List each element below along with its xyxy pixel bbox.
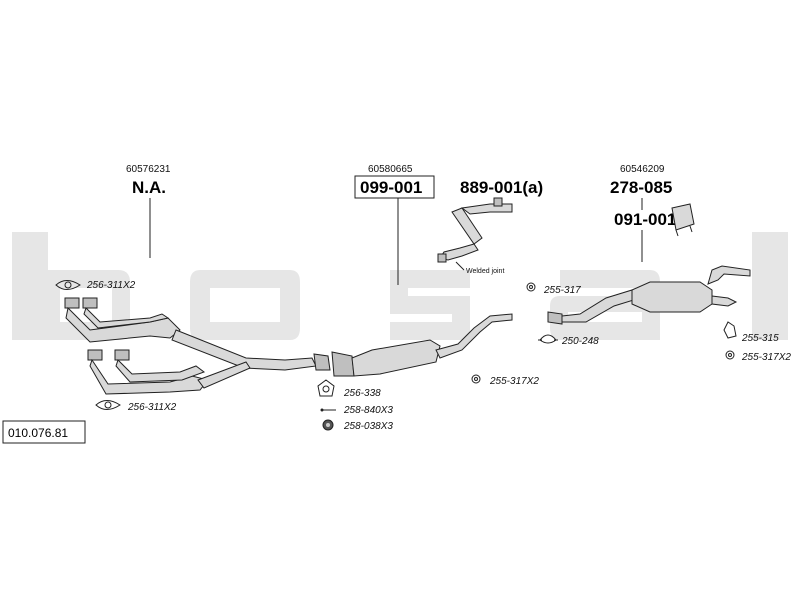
ref-258-840X3: 258-840X3 bbox=[343, 405, 393, 416]
hanger-icon bbox=[526, 282, 536, 292]
rear-part-number: 278-085 bbox=[610, 178, 672, 197]
ref-256-311X2-bottom: 256-311X2 bbox=[127, 402, 177, 413]
clamp-icon bbox=[538, 334, 558, 344]
pipe-group: 889-001(a) Welded joint bbox=[437, 178, 543, 275]
rear-oem-number: 60546209 bbox=[620, 164, 665, 175]
bolt-icon bbox=[320, 408, 336, 412]
ref-250-248: 250-248 bbox=[561, 336, 599, 347]
diagram-code-box: 010.076.81 bbox=[2, 420, 86, 444]
hanger-icon bbox=[471, 374, 481, 384]
rear-silencer-assembly bbox=[547, 265, 751, 325]
ref-255-317X2-middle: 255-317X2 bbox=[489, 376, 539, 387]
ref-256-311X2-top: 256-311X2 bbox=[86, 280, 136, 291]
middle-refs: 256-338 258-840X3 258-038X3 255-317X2 bbox=[317, 374, 539, 432]
rear-group: 60546209 278-085 091-001 bbox=[610, 164, 695, 262]
gasket-icon bbox=[55, 280, 81, 290]
ref-255-317: 255-317 bbox=[543, 285, 581, 296]
front-pipe-assembly bbox=[64, 297, 331, 395]
middle-oem-number: 60580665 bbox=[368, 164, 413, 175]
rubber-hanger-icon bbox=[723, 321, 737, 339]
welded-joint-pointer bbox=[455, 261, 465, 271]
front-group: 60576231 N.A. bbox=[126, 164, 171, 258]
middle-pipe-assembly bbox=[331, 313, 513, 377]
clamp-icon bbox=[317, 379, 335, 397]
ref-255-317X2-rear: 255-317X2 bbox=[741, 352, 791, 363]
front-refs: 256-311X2 256-311X2 bbox=[55, 280, 177, 413]
rear-refs: 255-317 250-248 255-315 255-317X2 bbox=[526, 282, 791, 363]
mounting-kit-icon bbox=[671, 203, 695, 237]
middle-part-number: 099-001 bbox=[360, 178, 422, 197]
rear-extra-part-number: 091-001 bbox=[614, 210, 676, 229]
front-part-number: N.A. bbox=[132, 178, 166, 197]
pipe-part-number: 889-001(a) bbox=[460, 178, 543, 197]
middle-group: 60580665 099-001 bbox=[354, 164, 435, 285]
nut-icon bbox=[322, 419, 334, 431]
hanger-icon bbox=[725, 350, 735, 360]
ref-258-038X3: 258-038X3 bbox=[343, 421, 393, 432]
ref-256-338: 256-338 bbox=[343, 388, 381, 399]
welded-joint-note: Welded joint bbox=[466, 268, 504, 275]
gasket-icon bbox=[95, 400, 121, 410]
front-oem-number: 60576231 bbox=[126, 164, 171, 175]
diagram-code: 010.076.81 bbox=[8, 426, 68, 440]
ref-255-315: 255-315 bbox=[741, 333, 779, 344]
